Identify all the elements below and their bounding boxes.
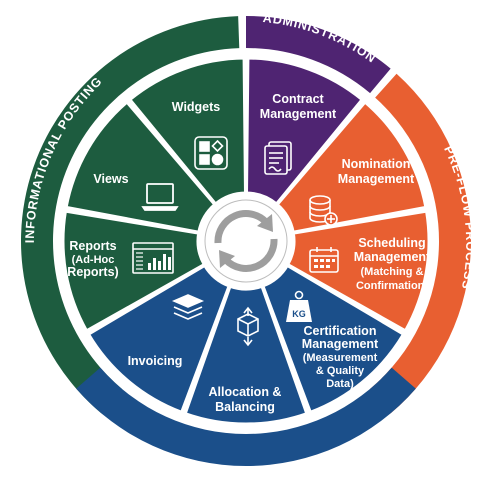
segment-label-line: Reports [69, 239, 116, 253]
segment-widgets [127, 56, 248, 207]
segment-label-invoicing: Invoicing [128, 354, 183, 368]
segment-label-line: (Measurement [303, 352, 378, 364]
post-flow-process-band [76, 367, 416, 466]
segment-label-line: Balancing [215, 400, 275, 414]
segment-label-line: & Quality [316, 365, 365, 377]
report-chart-icon [132, 242, 174, 274]
segment-label-widgets: Widgets [172, 100, 221, 114]
segment-label-line: Confirmation) [356, 280, 428, 292]
pre-flow-process-band [370, 73, 471, 414]
segment-label-line: Views [93, 172, 128, 186]
hub-ring [204, 199, 288, 283]
calendar-icon [309, 247, 339, 273]
segment-label-views: Views [93, 172, 128, 186]
kg-label: KG [292, 309, 306, 319]
segment-label-line: Data) [326, 378, 354, 390]
center-hub [204, 199, 288, 283]
contract-document-icon [264, 141, 292, 175]
segment-label-line: Management [302, 337, 379, 351]
segment-label-line: Allocation & [209, 385, 282, 399]
segment-label-line: (Matching & [361, 266, 424, 278]
box-arrows-icon [237, 306, 259, 347]
segment-label-line: (Ad-Hoc [72, 254, 115, 266]
segment-label-line: Nomination [342, 157, 411, 171]
segment-label-line: Management [338, 172, 415, 186]
segment-label-line: Contract [272, 92, 324, 106]
segment-label-allocation: Allocation &Balancing [209, 385, 282, 414]
segment-scheduling [285, 209, 431, 333]
wheel-segments [61, 56, 431, 426]
segment-label-line: Reports) [67, 265, 118, 279]
segment-label-line: Invoicing [128, 354, 183, 368]
weight-kg-icon: KG [286, 290, 312, 322]
segment-label-line: Management [260, 107, 337, 121]
cycle-arrows-icon [214, 210, 278, 272]
segment-views [64, 99, 217, 234]
informational-posting-band [20, 16, 240, 414]
laptop-icon [141, 183, 179, 211]
segment-nomination [275, 99, 428, 234]
segment-label-line: Widgets [172, 100, 221, 114]
stacked-layers-icon [171, 294, 205, 320]
database-add-icon [309, 195, 338, 226]
segment-label-line: Scheduling [358, 236, 425, 250]
segment-label-line: Management [354, 250, 431, 264]
widgets-grid-icon [194, 136, 228, 170]
administration-band [246, 16, 391, 94]
segment-icons: KG [132, 136, 339, 347]
segment-label-line: Certification [304, 324, 377, 338]
outer-ring [20, 16, 471, 466]
segment-allocation [183, 284, 309, 426]
